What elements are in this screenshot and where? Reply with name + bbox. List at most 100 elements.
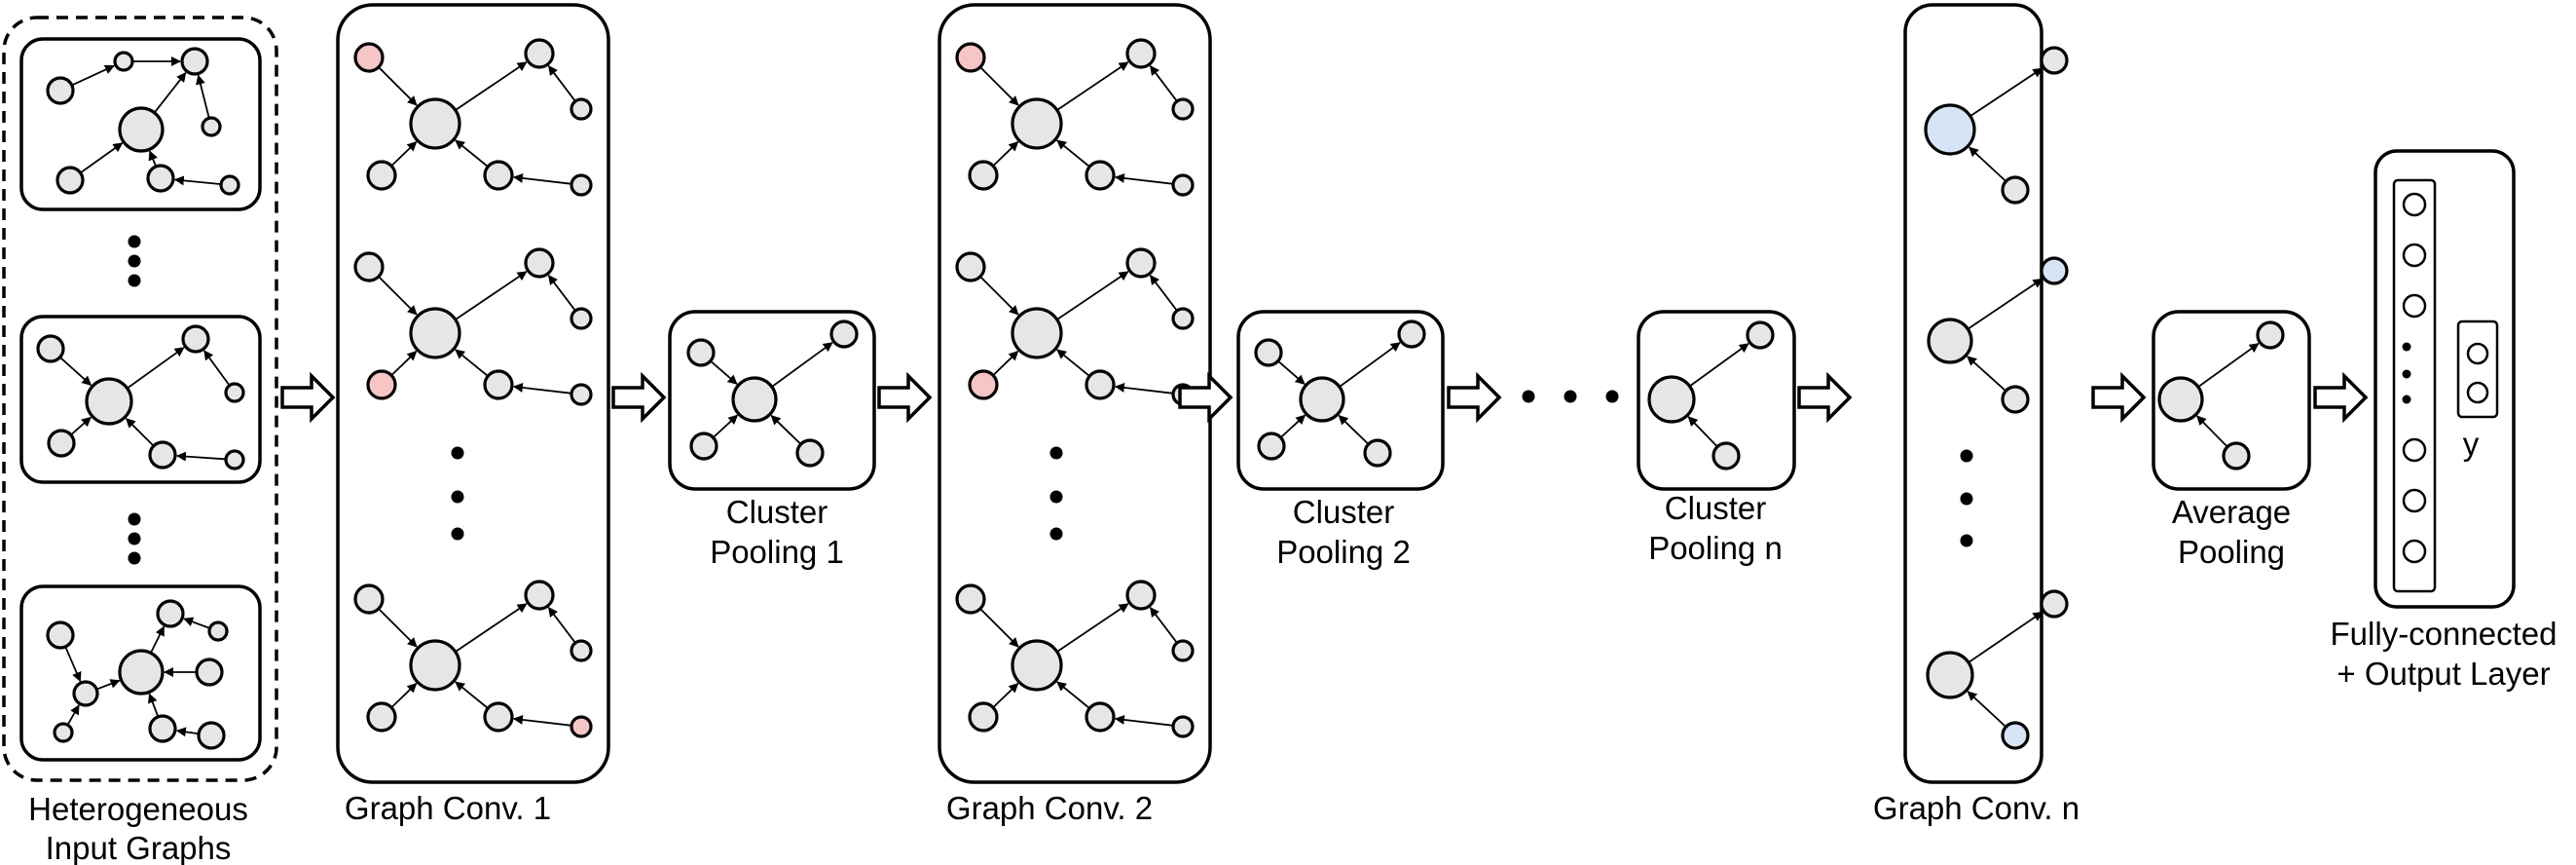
graph-edge: [1057, 61, 1129, 111]
graph-edge: [1969, 611, 2043, 663]
cluster-pooling-n-label-line1: Cluster: [1665, 490, 1767, 526]
cluster-pool-2-graph: [1254, 320, 1426, 468]
graph-edge: [455, 349, 488, 377]
graph-edge: [979, 276, 1019, 316]
ellipsis-dot: [451, 527, 464, 541]
graph-node: [207, 621, 229, 642]
graph-node: [156, 599, 185, 628]
graph-node: [181, 324, 210, 354]
graph-node: [85, 377, 133, 426]
graph-node: [524, 580, 555, 611]
highlighted-node-blue: [2001, 721, 2030, 750]
graph-node: [968, 701, 999, 733]
graph-edge: [713, 414, 739, 438]
graph-edge: [1277, 360, 1306, 385]
graph-edge: [96, 679, 121, 691]
graph-edge: [1056, 139, 1089, 168]
graph-node: [201, 116, 222, 137]
graph-edge: [1967, 691, 2006, 728]
graph-edge: [770, 415, 801, 444]
graph-node: [1011, 307, 1063, 359]
graph-node: [1299, 376, 1345, 423]
graph-node: [1125, 580, 1157, 611]
graph-node: [72, 680, 99, 707]
highlighted-node-red: [570, 715, 593, 738]
graph-node: [2001, 175, 2030, 205]
graph-node: [686, 338, 716, 367]
graph-edge: [154, 72, 187, 113]
graph-node: [224, 382, 245, 403]
graph-edge: [1338, 415, 1369, 444]
graph-edge: [1970, 67, 2043, 117]
graph-node: [2040, 46, 2069, 75]
ellipsis-dot: [1564, 390, 1577, 403]
average-pooling-box: [2152, 310, 2311, 491]
graph-edge: [547, 275, 576, 311]
flow-arrow: [877, 371, 933, 424]
graph-edge: [1057, 271, 1129, 320]
graph-edge: [512, 714, 571, 727]
fc-neurons: [2402, 192, 2489, 564]
graph-node: [366, 160, 397, 191]
graph-edge: [710, 360, 738, 385]
fc-layer-bar: [2392, 178, 2437, 593]
output-neuron: [2466, 342, 2489, 365]
input-graph-2: [36, 324, 245, 470]
input-label-line1: Heterogeneous: [28, 791, 248, 827]
graph-node: [1171, 307, 1195, 330]
flow-arrow: [280, 371, 336, 424]
convn-graph-3: [1926, 589, 2069, 750]
graph-node: [197, 721, 226, 750]
graph-edge: [456, 61, 528, 111]
ellipsis-dot: [128, 235, 141, 248]
graph-edge: [979, 608, 1019, 648]
input-label-line2: Input Graphs: [46, 830, 232, 865]
graph-node: [113, 51, 134, 72]
highlighted-node-red: [955, 42, 986, 73]
graph-node: [955, 583, 986, 615]
graph-edge: [1056, 681, 1089, 709]
graph-edge: [70, 416, 92, 435]
ellipsis-dot: [2402, 395, 2411, 404]
average-pooling-label-line2: Pooling: [2178, 534, 2285, 570]
graph-edge: [378, 276, 418, 316]
graph-edge: [1968, 278, 2043, 329]
graph-edge: [512, 382, 571, 395]
graph-node: [570, 307, 593, 330]
graph-edge: [1114, 172, 1173, 185]
graph-node: [219, 174, 240, 196]
graph-node: [1085, 369, 1116, 400]
graphs-layer: [36, 38, 2285, 750]
graph-edge: [64, 647, 82, 683]
ellipsis-dot: [1522, 390, 1535, 403]
graph-node: [2157, 376, 2204, 423]
output-neuron: [2466, 381, 2489, 404]
cluster-pooling-1-label-line2: Pooling 1: [710, 534, 844, 570]
graph-node: [409, 307, 461, 359]
graph-edge: [378, 608, 418, 648]
graph-node: [1257, 432, 1286, 461]
graph-edge: [993, 683, 1019, 708]
graph-node: [118, 106, 165, 153]
graph-node: [146, 164, 175, 193]
ellipsis-dot: [1960, 449, 1973, 463]
graph-node: [118, 649, 165, 696]
graph-edge: [1967, 356, 2006, 392]
conv1-graph-3: [353, 580, 593, 738]
ellipsis-dot: [1960, 492, 1973, 506]
graph-node: [570, 639, 593, 662]
flow-arrow: [2313, 371, 2369, 424]
graph-node: [366, 701, 397, 733]
graph-node: [483, 369, 514, 400]
graph-edge: [547, 65, 576, 101]
graph-conv-n-label: Graph Conv. n: [1873, 790, 2079, 826]
graph-node: [353, 583, 385, 615]
graph-node: [570, 97, 593, 121]
fc-neuron: [2402, 293, 2427, 319]
highlighted-node-blue: [1924, 103, 1976, 156]
graph-node: [829, 320, 859, 349]
graph-node: [1926, 651, 1974, 699]
graph-node: [2001, 385, 2030, 414]
graph-node: [148, 714, 177, 743]
